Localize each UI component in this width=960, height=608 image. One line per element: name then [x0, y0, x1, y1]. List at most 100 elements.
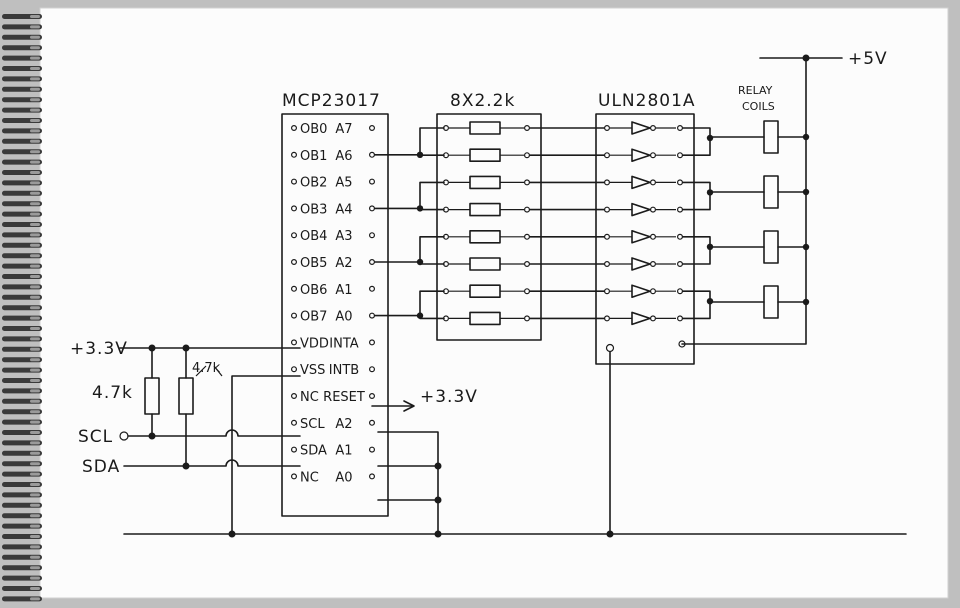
- spiral-ring-highlight: [30, 566, 40, 570]
- mcp23017-chip: MCP23017 OB0OB1OB2OB3OB4OB5OB6OB7VDDVSSN…: [281, 91, 389, 517]
- mcp-right-pin-dot: [369, 419, 376, 426]
- spiral-ring-highlight: [30, 233, 40, 237]
- driver-buffer: [631, 230, 651, 244]
- driver-pin-out: [676, 261, 683, 268]
- spiral-ring-highlight: [30, 275, 40, 278]
- spiral-ring-highlight: [30, 358, 40, 362]
- mcp-right-pin-label: RESET: [323, 390, 365, 405]
- driver-pin-out: [676, 315, 683, 322]
- mcp-right-pin-label: INTB: [329, 363, 359, 378]
- driver-pin-in: [603, 288, 610, 295]
- mcp-left-pin-dot: [291, 124, 298, 131]
- mcp-right-pin-label: A3: [335, 229, 352, 244]
- driver-pin-out: [676, 179, 683, 186]
- resistor-pin-right: [523, 179, 530, 186]
- spiral-ring-highlight: [30, 139, 40, 143]
- spiral-ring-highlight: [30, 337, 40, 341]
- mcp-left-pin-label: OB4: [300, 229, 327, 244]
- mcp-right-pin-dot: [369, 124, 376, 131]
- driver-pin-in: [603, 315, 610, 322]
- spiral-ring-highlight: [30, 545, 40, 549]
- spiral-ring-highlight: [30, 108, 40, 112]
- spiral-ring-highlight: [30, 503, 40, 507]
- mcp-left-pin-label: SCL: [300, 417, 325, 432]
- spiral-ring-highlight: [30, 223, 40, 226]
- sda-label: SDA: [82, 457, 120, 477]
- driver-buffer: [631, 121, 651, 135]
- resistor-pin-right: [523, 315, 530, 322]
- resistor-pin-right: [523, 261, 530, 268]
- spiral-ring-highlight: [30, 56, 40, 60]
- driver-buffer: [631, 311, 651, 326]
- relay-coils: RELAY COILS +5V: [681, 49, 888, 345]
- signal-wires: [374, 127, 605, 320]
- mcp-right-pin-label: A5: [335, 176, 352, 191]
- spiral-ring-highlight: [30, 25, 40, 29]
- driver-pin-in: [603, 233, 610, 240]
- driver-pin-out: [676, 233, 683, 240]
- driver-pin-out: [676, 124, 683, 131]
- spiral-ring-highlight: [30, 451, 40, 455]
- uln2801a-chip: ULN2801A: [595, 91, 695, 365]
- mcp-right-pin-label: A0: [335, 310, 352, 325]
- junction-dot: [416, 205, 424, 212]
- mcp-left-pin-label: SDA: [300, 444, 327, 459]
- mcp-right-pin-dot: [369, 393, 376, 400]
- mcp-left-pin-label: NC: [300, 470, 319, 485]
- driver-buffer: [631, 257, 651, 271]
- mcp-right-pin-label: A6: [335, 149, 352, 164]
- driver-pin-out: [676, 152, 683, 159]
- mcp-left-pin-dot: [291, 312, 298, 319]
- spiral-ring-highlight: [30, 295, 40, 299]
- plus33v-reset-label: +3.3V: [420, 387, 478, 407]
- spiral-ring-highlight: [30, 243, 40, 247]
- driver-output-bridge: [682, 236, 711, 265]
- spiral-ring-highlight: [30, 420, 40, 424]
- mcp-left-pin-dot: [291, 151, 298, 158]
- mcp-right-pin-label: A2: [335, 417, 352, 432]
- resistor-array-label: 8X2.2k: [450, 91, 515, 111]
- spiral-ring-highlight: [30, 441, 40, 445]
- spiral-ring-highlight: [30, 368, 40, 372]
- spiral-ring-highlight: [30, 150, 40, 154]
- mcp-left-pin-label: OB5: [300, 256, 327, 271]
- driver-pin-in: [603, 206, 610, 213]
- paper-sheet: [39, 7, 949, 599]
- mcp-right-pin-dot: [369, 178, 376, 185]
- spiral-ring-highlight: [30, 597, 40, 601]
- mcp-right-pin-dot: [369, 259, 376, 266]
- driver-output-bridge: [682, 127, 711, 156]
- resistor-pin-right: [523, 206, 530, 213]
- spiral-ring-highlight: [30, 483, 40, 486]
- plus5v-label: +5V: [848, 49, 888, 69]
- junction-dot: [416, 258, 424, 266]
- driver-pin-in: [603, 124, 610, 131]
- mcp-left-pin-label: NC: [300, 390, 319, 405]
- power-i2c-section: +3.3V 4.7k 4.7k SCL SDA +3.3V: [70, 339, 907, 538]
- mcp-right-pin-dot: [369, 285, 376, 292]
- driver-bubble: [649, 206, 656, 213]
- mcp-left-pin-dot: [291, 473, 298, 480]
- mcp-left-pin-dot: [291, 446, 298, 453]
- spiral-ring-highlight: [30, 119, 40, 122]
- driver-buffer: [631, 284, 651, 298]
- driver-pin-in: [603, 152, 610, 159]
- spiral-ring-highlight: [30, 535, 40, 538]
- mcp-left-pin-label: VSS: [300, 363, 325, 378]
- mcp-right-pin-dot: [369, 339, 376, 346]
- driver-bubble: [649, 233, 656, 240]
- junction-dot: [416, 151, 424, 158]
- driver-buffer: [631, 202, 651, 217]
- mcp-left-pin-dot: [291, 339, 298, 346]
- spiral-ring-highlight: [30, 472, 40, 476]
- spiral-ring-highlight: [30, 129, 40, 133]
- driver-bubble: [649, 124, 656, 131]
- spiral-ring-highlight: [30, 77, 40, 81]
- driver-buffer: [631, 175, 651, 190]
- spiral-ring-highlight: [30, 285, 40, 289]
- mcp23017-label: MCP23017: [282, 91, 381, 111]
- driver-output-bridge: [682, 181, 711, 211]
- spiral-ring-highlight: [30, 493, 40, 497]
